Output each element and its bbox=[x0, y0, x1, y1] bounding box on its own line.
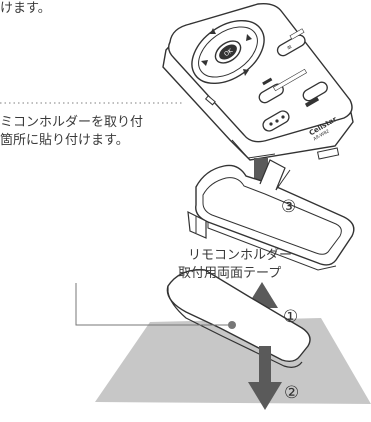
right-arrow-icon bbox=[246, 34, 252, 41]
direction-pad: OK bbox=[191, 19, 265, 85]
holder-tape-label-line-1: リモコンホルダー bbox=[188, 248, 293, 263]
instruction-line-2: 箇所に貼り付けます。 bbox=[0, 133, 129, 148]
step2-label: ② bbox=[284, 383, 299, 403]
erase-button bbox=[262, 110, 290, 132]
left-arrow-icon bbox=[201, 60, 208, 66]
remote-control: OK ≡ bbox=[162, 2, 354, 161]
usb-port bbox=[204, 95, 216, 106]
instruction-line-1: ミコンホルダーを取り付 bbox=[0, 115, 144, 130]
step1-label: ① bbox=[283, 307, 298, 327]
step3-label: ③ bbox=[281, 197, 296, 217]
svg-text:≡: ≡ bbox=[286, 43, 294, 52]
remote-holder bbox=[187, 159, 355, 271]
double-sided-tape bbox=[166, 269, 311, 368]
up-arrow-icon bbox=[210, 28, 216, 34]
center-ok-label: OK bbox=[223, 47, 235, 58]
down-arrow-icon bbox=[243, 69, 249, 76]
step2-arrow bbox=[248, 346, 282, 410]
select-button: ≡ bbox=[276, 28, 306, 57]
memory-clear-label bbox=[273, 68, 307, 92]
tape-leader-dot bbox=[228, 321, 236, 329]
center-ok-button: OK bbox=[214, 40, 242, 64]
top-instruction-fragment: けます。 bbox=[0, 1, 51, 16]
holder-tape-label-line-2: 取付用両面テープ bbox=[178, 266, 282, 281]
settings-button bbox=[302, 81, 328, 108]
tape-leader-line bbox=[75, 283, 232, 326]
